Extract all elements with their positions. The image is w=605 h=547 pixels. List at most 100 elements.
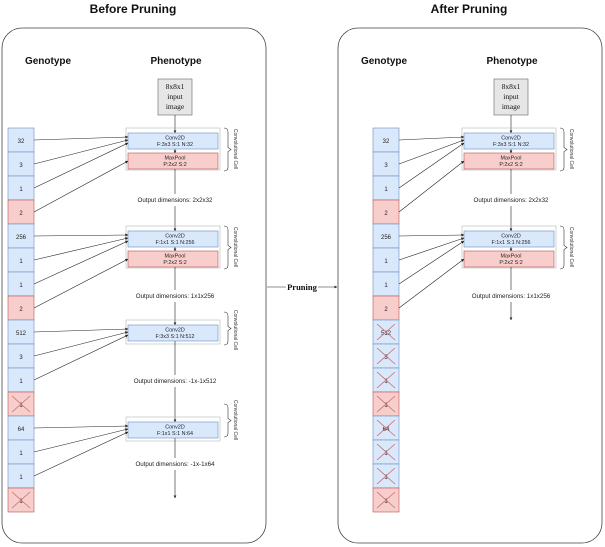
gene-value: 1	[19, 403, 23, 409]
output-dimensions-label: Output dimensions: 2x2x32	[138, 197, 214, 204]
layer-params: F:3x3 S:1 N:32	[157, 142, 193, 148]
gene-connector-arrow	[33, 237, 129, 261]
gene-connector-arrow	[33, 258, 129, 309]
gene-value: 2	[19, 307, 23, 313]
gene-block: 1	[372, 247, 400, 273]
layer-params: F:1x1 S:1 N:64	[157, 431, 193, 437]
layer-name: MaxPool	[501, 156, 522, 162]
gene-value: 1	[384, 379, 388, 385]
gene-connector-arrow	[33, 331, 129, 357]
gene-block: 256	[372, 223, 400, 249]
layer-params: P:2x2 S:2	[499, 260, 522, 266]
gene-connector-arrow	[33, 240, 129, 285]
gene-connector-arrow	[398, 237, 465, 261]
gene-block: 2	[372, 295, 400, 321]
gene-value: 1	[19, 187, 23, 193]
pruning-arrow: Pruning	[267, 281, 338, 293]
pruned-cross-mark	[376, 347, 396, 365]
gene-block: 1	[7, 247, 35, 273]
pruned-cross-mark	[376, 443, 396, 461]
cell-side-label: Convolutional Cell	[232, 227, 238, 267]
output-dimensions-label: Output dimensions: 2x2x32	[474, 197, 550, 204]
after-genotype-header: Genotype	[361, 56, 408, 67]
pruned-cross-mark	[11, 491, 31, 509]
gene-block: 64	[372, 415, 400, 441]
pruned-cross-mark	[376, 395, 396, 413]
pruning-label: Pruning	[287, 282, 318, 292]
input-line: 8x8x1	[166, 82, 185, 91]
gene-value: 64	[383, 427, 390, 433]
layer-params: F:1x1 S:1 N:256	[492, 240, 531, 246]
gene-block: 3	[7, 343, 35, 369]
layer-name: Conv2D	[501, 136, 521, 142]
gene-connector-arrow	[33, 428, 129, 453]
output-dimensions-label: Output dimensions: 1x1x256	[136, 293, 215, 300]
gene-value: 1	[19, 499, 23, 505]
gene-value: 32	[383, 139, 390, 145]
pruned-cross-mark	[376, 467, 396, 485]
layer-name: Conv2D	[165, 328, 185, 334]
gene-connector-arrow	[398, 135, 465, 141]
gene-value: 512	[381, 331, 392, 337]
layer-name: Conv2D	[165, 234, 185, 240]
gene-value: 3	[19, 355, 23, 361]
input-line: image	[166, 102, 185, 111]
input-line: 8x8x1	[502, 82, 521, 91]
gene-block: 1	[372, 439, 400, 465]
gene-block: 64	[7, 415, 35, 441]
before-title: Before Pruning	[90, 2, 177, 16]
cell-side-label: Convolutional Cell	[232, 129, 238, 169]
cell-side-label: Convolutional Cell	[232, 400, 238, 440]
cell-bracket	[223, 403, 232, 438]
gene-block: 512	[7, 319, 35, 345]
before-phenotype-header: Phenotype	[150, 56, 202, 67]
layer-name: MaxPool	[501, 254, 522, 260]
gene-block: 1	[372, 391, 400, 417]
layer-params: P:2x2 S:2	[499, 162, 522, 168]
gene-connector-arrow	[398, 233, 465, 237]
gene-block: 1	[372, 487, 400, 513]
pruned-cross-mark	[11, 395, 31, 413]
gene-value: 2	[19, 211, 23, 217]
gene-block: 1	[372, 175, 400, 201]
layer-name: MaxPool	[165, 254, 186, 260]
gene-block: 2	[372, 199, 400, 225]
layer-params: F:1x1 S:1 N:256	[156, 240, 195, 246]
pruned-cross-mark	[376, 491, 396, 509]
gene-block: 3	[372, 343, 400, 369]
gene-value: 1	[19, 283, 23, 289]
gene-connector-arrow	[33, 327, 129, 333]
gene-block: 1	[7, 487, 35, 513]
input-line: input	[503, 92, 519, 101]
gene-block: 3	[372, 151, 400, 177]
gene-value: 3	[384, 355, 388, 361]
gene-block: 1	[7, 463, 35, 489]
gene-value: 3	[384, 163, 388, 169]
layer-params: F:3x3 S:1 N:512	[156, 334, 195, 340]
gene-connector-arrow	[33, 139, 129, 165]
gene-value: 1	[19, 379, 23, 385]
gene-connector-arrow	[33, 233, 129, 237]
gene-connector-arrow	[33, 431, 129, 477]
output-dimensions-label: Output dimensions: 1x1x256	[472, 293, 551, 300]
gene-block: 1	[372, 271, 400, 297]
before-genotype-header: Genotype	[25, 56, 72, 67]
gene-value: 1	[384, 475, 388, 481]
gene-value: 256	[16, 235, 27, 241]
gene-value: 512	[16, 331, 27, 337]
gene-block: 1	[7, 391, 35, 417]
